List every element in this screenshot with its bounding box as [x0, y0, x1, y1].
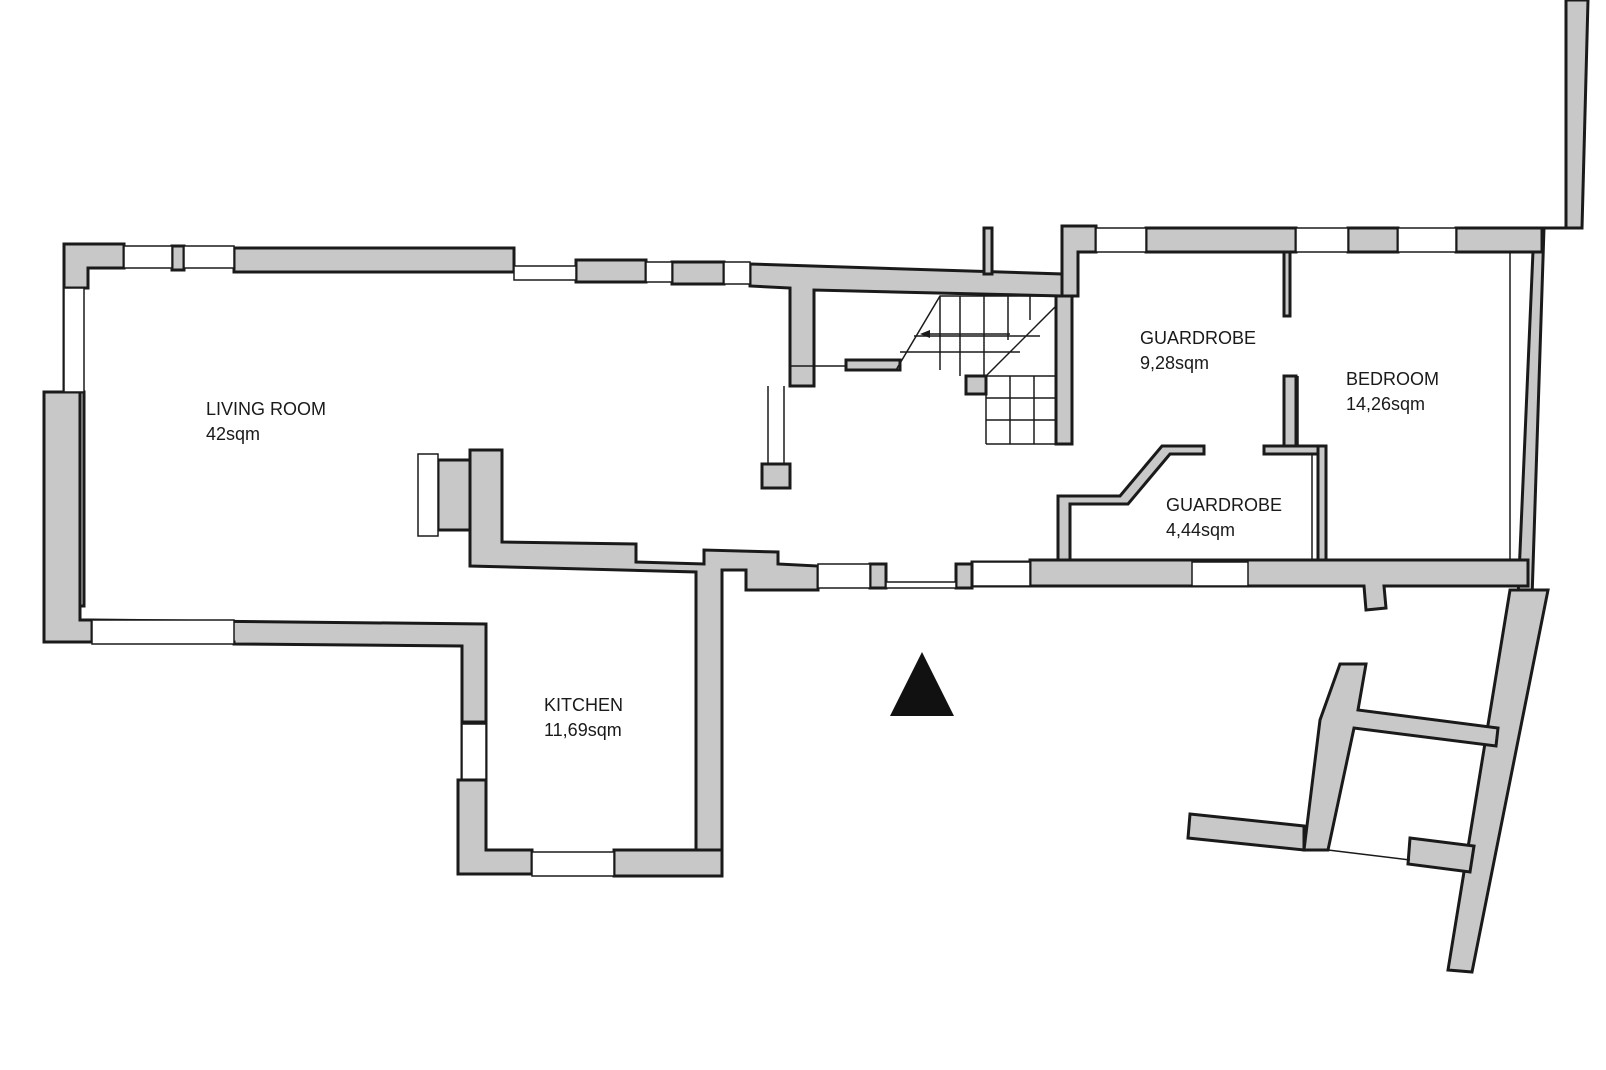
outbuilding-wall	[1302, 662, 1500, 852]
fireplace-mantel	[417, 453, 439, 537]
living-room-north-pier	[574, 258, 648, 284]
window	[1095, 227, 1147, 253]
window	[645, 261, 673, 283]
room-area-guardrobe: 9,28sqm	[1140, 353, 1209, 373]
window	[183, 245, 235, 269]
stair-post	[964, 374, 988, 396]
room-name-small-guardrobe: GUARDROBE	[1166, 495, 1282, 515]
room-area-living-room: 42sqm	[206, 424, 260, 444]
stair-landing-wall	[844, 358, 902, 372]
boundary-wall-lower	[1446, 588, 1550, 974]
small-guardrobe-wall	[1056, 444, 1206, 562]
window	[1295, 227, 1349, 253]
room-name-guardrobe: GUARDROBE	[1140, 328, 1256, 348]
north-wall-pier	[1454, 226, 1544, 254]
bedroom-west-wall-lower	[1262, 444, 1324, 456]
fireplace-wall	[468, 448, 820, 878]
guardrobe-partition	[1282, 250, 1292, 318]
room-area-kitchen: 11,69sqm	[544, 720, 622, 740]
living-room-north-pier	[670, 260, 726, 286]
window	[723, 261, 751, 285]
stair-hall-north-wall	[748, 262, 1064, 388]
window	[817, 563, 871, 589]
staircase	[895, 295, 1057, 445]
south-wall-pier	[954, 562, 974, 590]
stair-hall-east-wall	[1054, 294, 1074, 446]
bedroom-west-wall	[1282, 374, 1298, 448]
stair-hall-column	[760, 462, 792, 490]
room-area-small-guardrobe: 4,44sqm	[1166, 520, 1235, 540]
window	[63, 287, 85, 393]
living-room-north-pier	[170, 244, 186, 272]
living-room-nw-corner	[62, 242, 126, 290]
stair-hall-partition	[982, 226, 994, 276]
living-room-north-wall	[232, 246, 516, 274]
room-name-kitchen: KITCHEN	[544, 695, 623, 715]
north-wall-pier	[1144, 226, 1298, 254]
bedroom-west-wall-lower	[1316, 444, 1328, 562]
fireplace-hearth	[436, 458, 472, 532]
window	[91, 619, 235, 645]
south-wall-pier	[868, 562, 888, 590]
room-name-bedroom: BEDROOM	[1346, 369, 1439, 389]
room-name-living-room: LIVING ROOM	[206, 399, 326, 419]
outbuilding-south-wall-east	[1406, 836, 1476, 874]
north-arrow-icon	[890, 652, 954, 716]
door	[885, 581, 957, 589]
kitchen-west-wall-lower	[456, 778, 534, 876]
bedroom-north-wall	[1060, 224, 1098, 298]
window	[123, 245, 173, 269]
window	[461, 723, 487, 781]
kitchen-south-wall	[612, 848, 724, 878]
window	[1397, 227, 1457, 253]
window	[531, 851, 615, 877]
room-area-bedroom: 14,26sqm	[1346, 394, 1425, 414]
window	[1191, 561, 1249, 587]
outbuilding-south-wall	[1186, 812, 1306, 852]
north-wall-pier	[1346, 226, 1400, 254]
east-block-south-wall	[1028, 558, 1530, 612]
window	[971, 561, 1031, 587]
boundary-wall	[1516, 0, 1590, 600]
window	[513, 265, 577, 281]
